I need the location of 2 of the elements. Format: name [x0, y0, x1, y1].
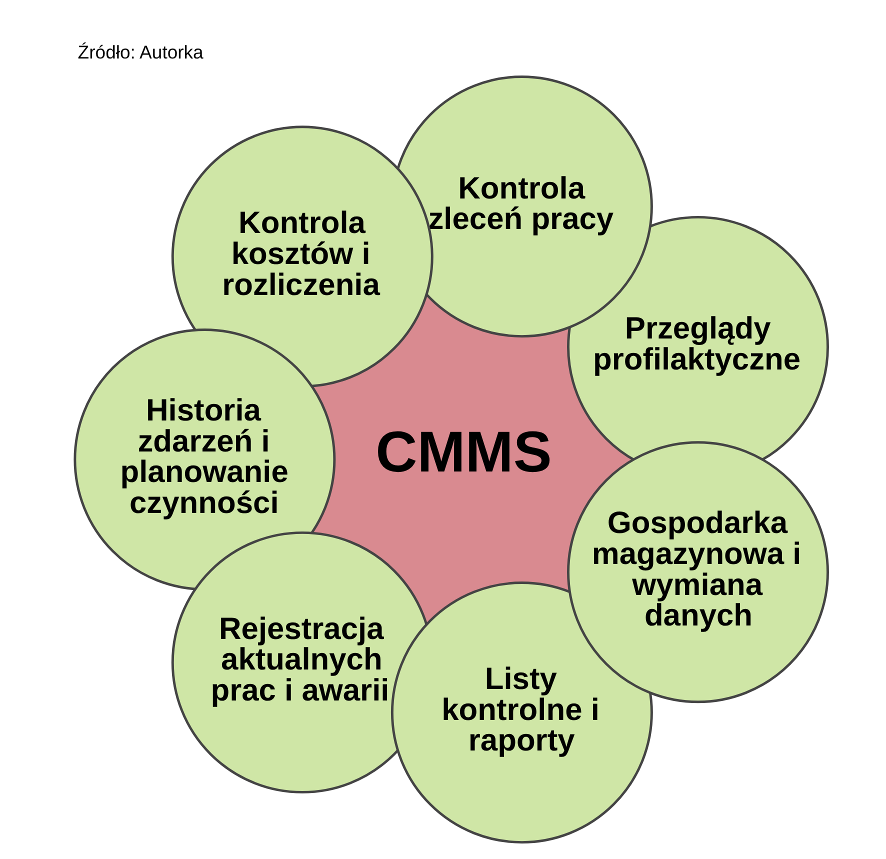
label: Źródło: Autorka [77, 41, 203, 62]
node-circle: Historia zdarzeń i planowanie czynności [73, 328, 336, 591]
